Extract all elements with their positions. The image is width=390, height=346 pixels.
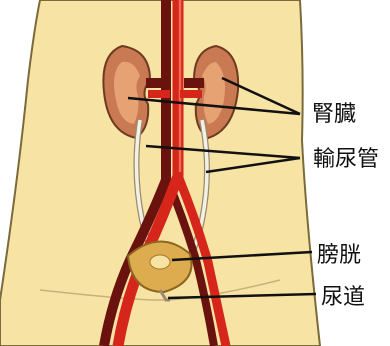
label-kidney: 腎臓 [312,103,356,127]
label-ureter: 輸尿管 [313,148,379,172]
label-bladder: 膀胱 [317,244,361,268]
renal-vessel-right [184,78,204,88]
renal-artery-left [148,90,170,98]
label-urethra: 尿道 [321,286,365,310]
renal-vessel-left [146,78,166,88]
renal-artery-right [180,90,202,98]
